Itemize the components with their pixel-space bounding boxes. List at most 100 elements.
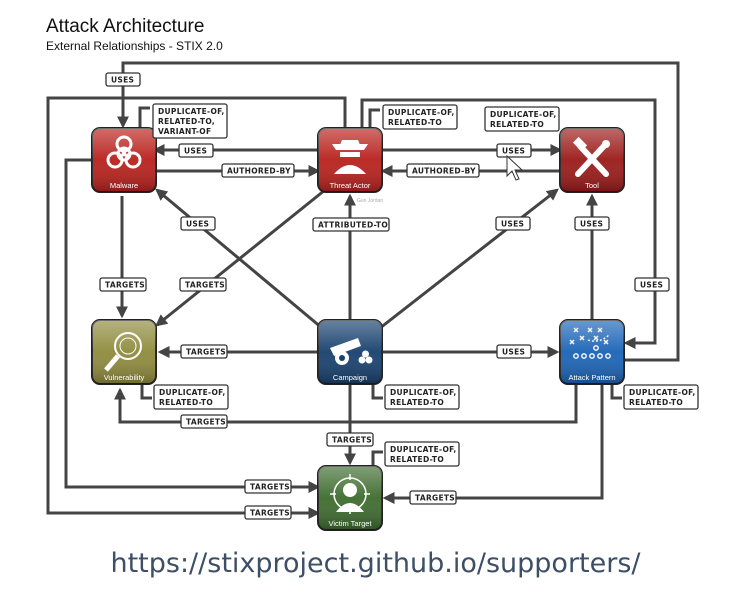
loop-campaign [371,385,383,400]
svg-text:VARIANT-OF: VARIANT-OF [158,127,211,136]
svg-text:TARGETS: TARGETS [105,281,145,290]
label-uses-ap-tool: USES [574,216,610,231]
svg-text:DUPLICATE-OF,: DUPLICATE-OF, [390,445,457,454]
svg-text:TARGETS: TARGETS [185,281,225,290]
loop-threat-actor [368,108,380,128]
svg-text:TARGETS: TARGETS [186,348,226,357]
svg-text:DUPLICATE-OF,: DUPLICATE-OF, [158,107,225,116]
svg-text:DUPLICATE-OF,: DUPLICATE-OF, [159,388,226,397]
label-uses-ta-ap: USES [634,277,670,292]
node-tool[interactable]: Tool [559,127,625,193]
node-attack-pattern[interactable]: Attack Pattern [559,319,625,385]
edge-ap-targets-vuln [114,385,578,424]
label-targets-ta-vuln: TARGETS [179,277,227,292]
relationship-labels: USES DUPLICATE-OF, RELATED-TO, VARIANT-O… [99,72,699,520]
svg-text:USES: USES [580,220,603,229]
svg-text:USES: USES [184,147,207,156]
node-vulnerability[interactable]: Vulnerability [91,319,157,385]
label-dup-victim: DUPLICATE-OF, RELATED-TO [384,441,460,467]
label-targets-ta-victim: TARGETS [244,505,292,520]
svg-text:ATTRIBUTED-TO: ATTRIBUTED-TO [318,221,388,230]
node-malware[interactable]: Malware [91,127,157,193]
biohazard-icon [106,135,142,169]
svg-text:RELATED-TO,: RELATED-TO, [158,117,215,126]
magnifier-icon [104,332,142,372]
edge-campaign-uses-tool [379,188,559,330]
label-dup-vulnerability: DUPLICATE-OF, RELATED-TO [153,384,229,410]
label-authored-by-tool: AUTHORED-BY [406,163,480,178]
edge-ta-targets-vuln [155,188,326,327]
svg-text:TARGETS: TARGETS [250,483,290,492]
label-targets-ap-victim: TARGETS [409,490,457,505]
svg-text:TARGETS: TARGETS [415,494,455,503]
label-targets-malware-victim: TARGETS [244,479,292,494]
svg-text:RELATED-TO: RELATED-TO [390,455,444,464]
wrench-hammer-icon [572,136,610,177]
svg-text:RELATED-TO: RELATED-TO [159,398,213,407]
label-authored-by-malware: AUTHORED-BY [221,163,295,178]
svg-text:USES: USES [640,281,663,290]
svg-text:USES: USES [186,220,209,229]
label-dup-tool: DUPLICATE-OF, RELATED-TO [484,106,560,132]
label-targets-malware-vuln: TARGETS [99,277,147,292]
node-label-vulnerability: Vulnerability [104,373,145,382]
svg-text:DUPLICATE-OF,: DUPLICATE-OF, [388,108,455,117]
svg-text:AUTHORED-BY: AUTHORED-BY [227,167,291,176]
label-uses-campaign-ap: USES [496,344,532,359]
svg-text:RELATED-TO: RELATED-TO [388,118,442,127]
svg-text:DUPLICATE-OF,: DUPLICATE-OF, [490,110,557,119]
source-url[interactable]: https://stixproject.github.io/supporters… [110,548,641,579]
svg-text:USES: USES [111,76,134,85]
loop-attack-pattern [610,385,622,400]
svg-text:USES: USES [501,220,524,229]
node-victim-target[interactable]: Victim Target [317,465,383,531]
label-attributed-to: ATTRIBUTED-TO [312,217,390,232]
node-label-victim-target: Victim Target [328,519,372,528]
label-targets-campaign-victim: TARGETS [326,432,374,447]
diagram-subtitle: External Relationships - STIX 2.0 [46,39,223,53]
cannon-icon [330,338,373,365]
label-uses-campaign-tool: USES [495,216,531,231]
label-dup-attack-pattern: DUPLICATE-OF, RELATED-TO [623,384,699,410]
label-uses-ta-malware: USES [178,143,214,158]
label-targets-ap-vuln: TARGETS [180,414,228,429]
label-uses-top: USES [105,72,141,87]
node-campaign[interactable]: Campaign [317,319,383,385]
label-dup-threat-actor: DUPLICATE-OF, RELATED-TO [382,104,458,130]
label-uses-ta-tool: USES [496,143,532,158]
node-label-malware: Malware [110,181,138,190]
svg-text:RELATED-TO: RELATED-TO [490,120,544,129]
target-person-icon [330,474,370,514]
label-uses-campaign-malware: USES [180,216,216,231]
edge-ta-targets-victim [46,96,347,519]
svg-text:USES: USES [502,348,525,357]
diagram-title: Attack Architecture [46,16,205,37]
svg-text:DUPLICATE-OF,: DUPLICATE-OF, [390,388,457,397]
edge-malware-targets-victim [64,158,321,493]
label-dup-campaign: DUPLICATE-OF, RELATED-TO [384,384,460,410]
edge-ap-targets-victim [382,385,604,504]
svg-text:TARGETS: TARGETS [250,509,290,518]
svg-text:TARGETS: TARGETS [332,436,372,445]
label-targets-campaign-vuln: TARGETS [180,344,228,359]
svg-text:RELATED-TO: RELATED-TO [629,398,683,407]
node-label-threat-actor: Threat Actor [330,181,371,190]
node-label-campaign: Campaign [333,373,367,382]
loop-malware [138,106,150,128]
node-threat-actor[interactable]: Threat Actor [317,127,383,193]
svg-text:TARGETS: TARGETS [186,418,226,427]
svg-text:AUTHORED-BY: AUTHORED-BY [412,167,476,176]
edge-ta-uses-ap [360,98,657,349]
node-label-attack-pattern: Attack Pattern [568,373,615,382]
hooded-figure-icon [332,140,368,174]
attack-architecture-diagram: Malware Threat Actor Gun Jordan Tool [46,61,699,531]
node-label-tool: Tool [585,181,599,190]
svg-text:DUPLICATE-OF,: DUPLICATE-OF, [629,388,696,397]
label-dup-malware: DUPLICATE-OF, RELATED-TO, VARIANT-OF [152,103,228,139]
loop-vulnerability [140,385,152,400]
loop-victim [371,450,383,466]
mouse-cursor-icon [506,154,524,181]
svg-text:USES: USES [502,147,525,156]
play-diagram-icon [569,327,611,359]
watermark: Gun Jordan [357,198,383,204]
